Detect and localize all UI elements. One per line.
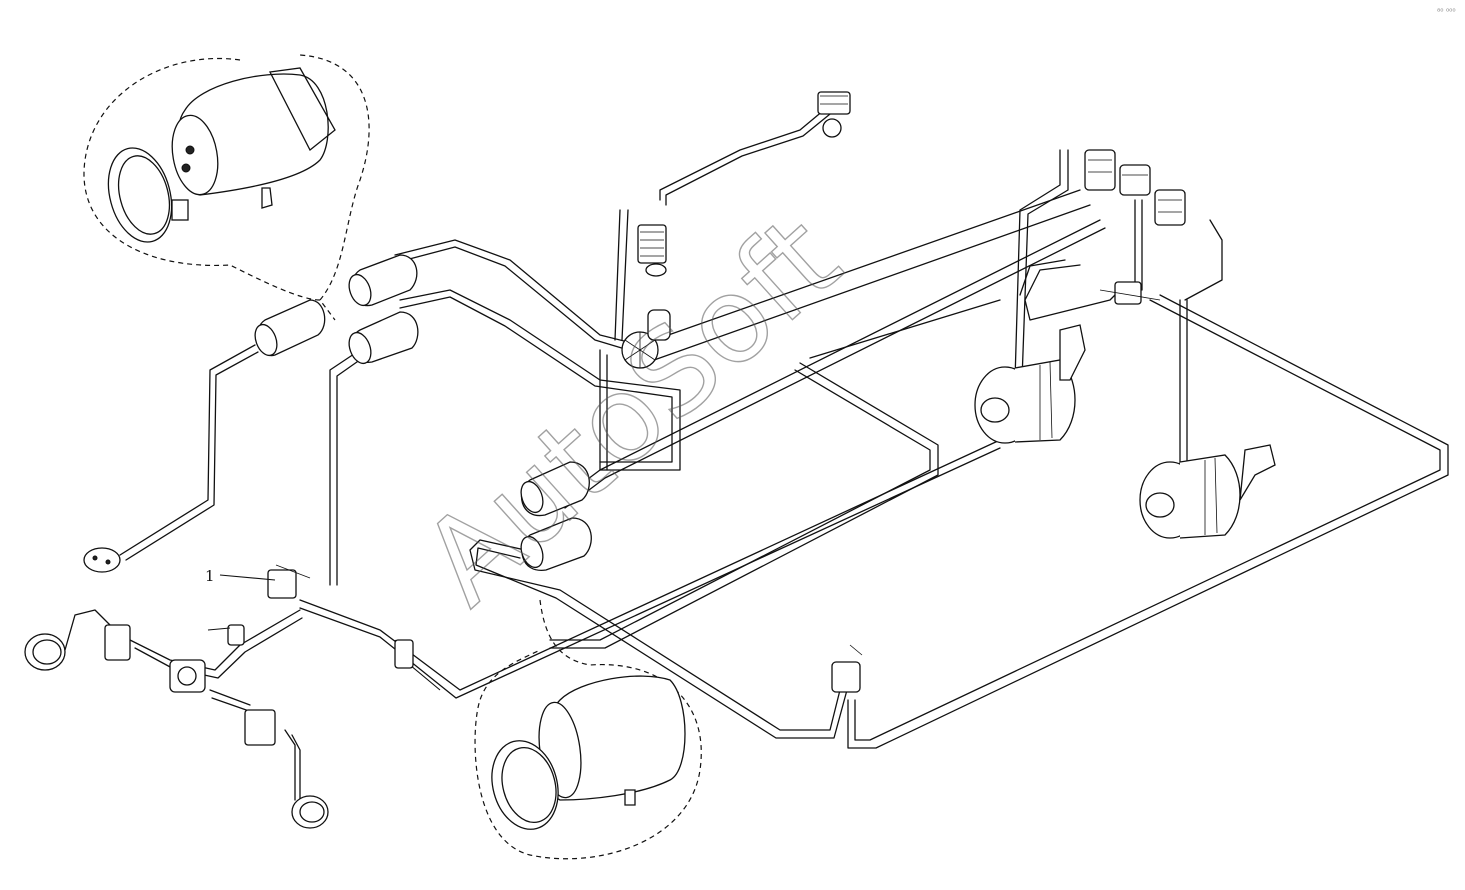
spring-brake-chamber-1 xyxy=(974,324,1086,444)
trailer-control-valve xyxy=(169,659,206,693)
compressor-governor xyxy=(817,91,851,138)
four-circuit-protection-valve xyxy=(621,309,671,369)
quick-release-valve xyxy=(831,644,863,693)
air-reservoir-1 xyxy=(254,299,326,357)
air-tank-detail-lower xyxy=(491,675,686,830)
rear-axle-relay-manifold xyxy=(1084,149,1186,226)
coupling-head-valve-2 xyxy=(244,709,276,746)
coupling-head-valve-1 xyxy=(104,624,131,661)
drain-valve-2 xyxy=(394,639,414,669)
trailer-coupling-head-red xyxy=(24,633,66,671)
detail-balloon-upper xyxy=(83,54,370,321)
detail-balloon-lower xyxy=(474,599,702,860)
air-reservoir-3 xyxy=(348,311,419,365)
air-dryer xyxy=(637,224,667,277)
callout-1: 1 xyxy=(205,567,276,585)
inline-valve xyxy=(207,624,245,646)
pressure-flange xyxy=(83,547,121,573)
callout-label-1: 1 xyxy=(205,567,215,585)
load-sensing-valve xyxy=(1099,281,1161,305)
corner-mark: ⁸⁰ ⁰⁰⁰ xyxy=(1437,7,1456,16)
air-reservoir-2 xyxy=(348,254,418,307)
air-tank-detail-upper xyxy=(107,67,336,243)
air-reservoir-4 xyxy=(520,461,590,517)
spring-brake-chamber-2 xyxy=(1139,444,1276,539)
trailer-coupling-head-yellow xyxy=(291,795,329,829)
drain-valve-1 xyxy=(267,564,311,599)
watermark: AutoSoft xyxy=(396,189,865,631)
air-reservoir-5 xyxy=(520,517,592,571)
